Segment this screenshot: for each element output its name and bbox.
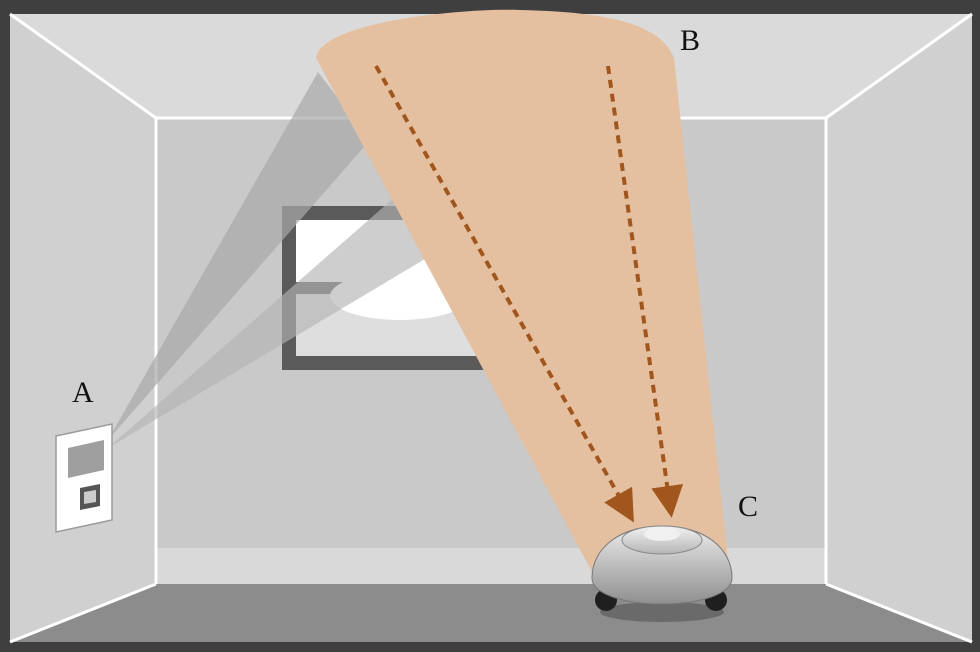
- dashed-arrow: [606, 65, 684, 518]
- label-b: B: [680, 24, 700, 57]
- right-wall: [826, 14, 972, 642]
- label-c: C: [738, 490, 758, 523]
- label-a: A: [72, 376, 94, 409]
- floor: [10, 584, 972, 642]
- wall-sensor-icon: [55, 423, 113, 533]
- left-wall: [10, 14, 156, 642]
- ir-beam: [108, 196, 430, 448]
- ir-beam: [108, 72, 370, 440]
- beam-cone: [316, 9, 728, 572]
- room-edges: [9, 12, 973, 644]
- robot-vacuum-icon: [591, 525, 733, 622]
- dashed-arrow: [374, 65, 634, 523]
